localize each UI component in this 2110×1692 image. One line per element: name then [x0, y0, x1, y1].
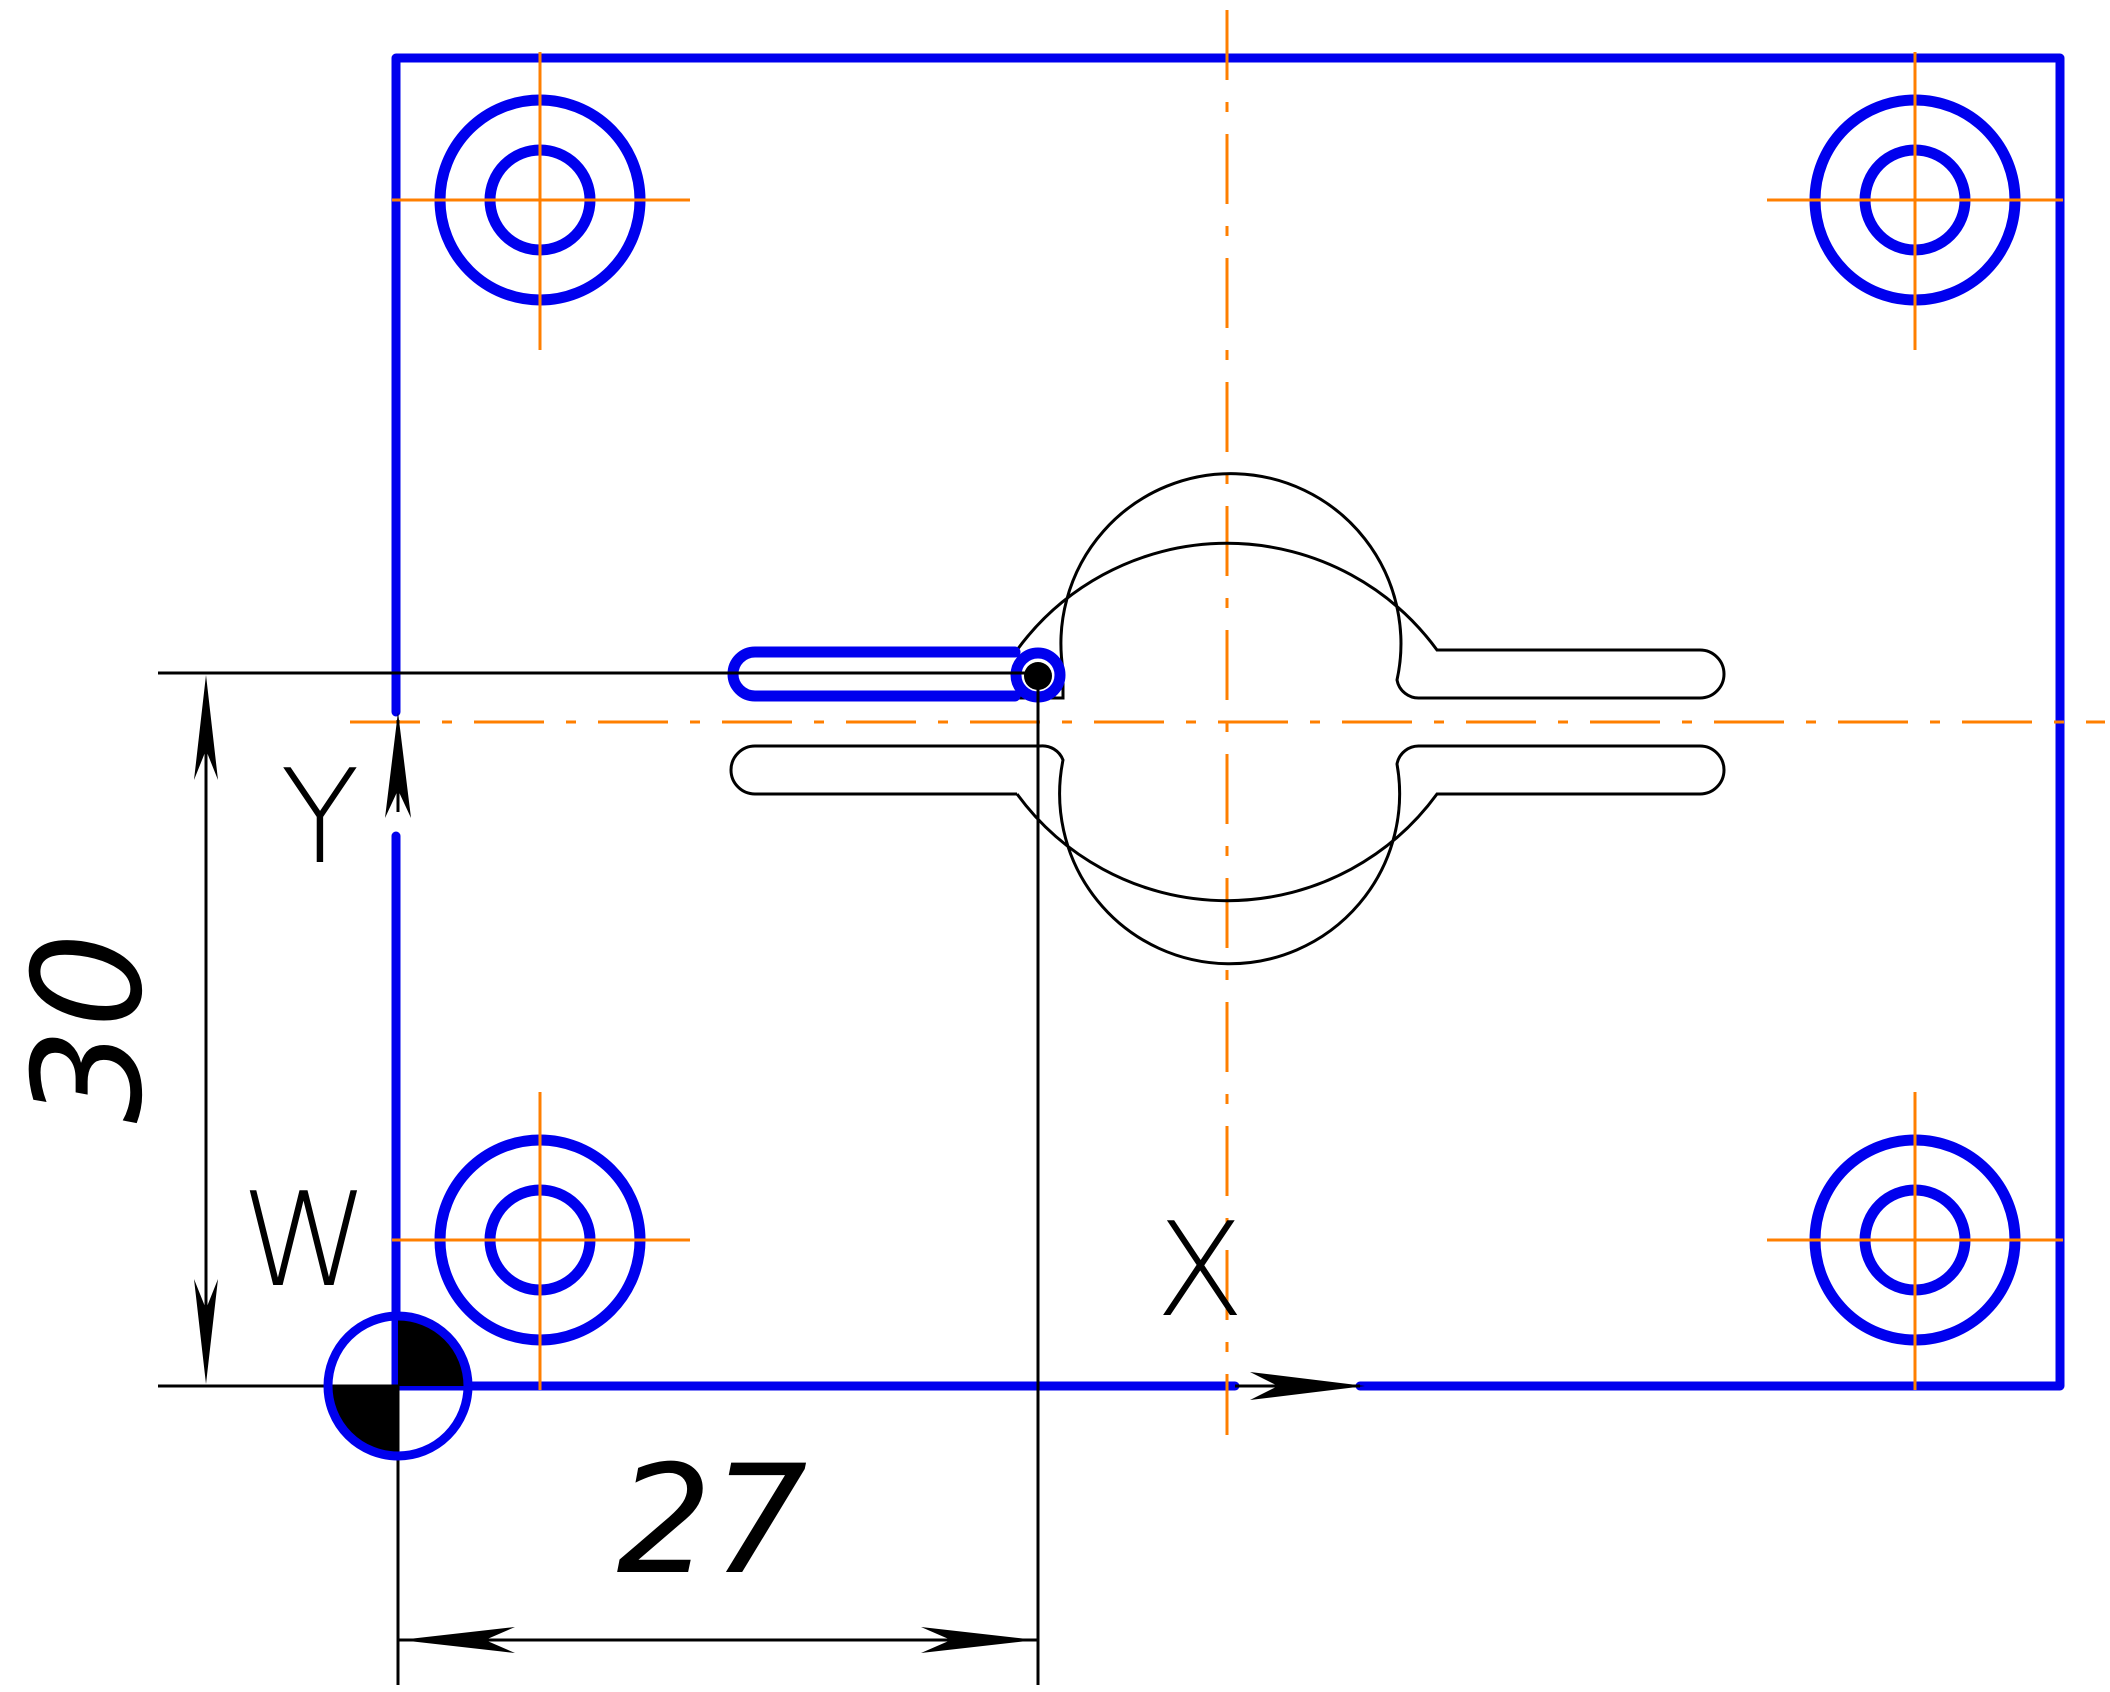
- origin-marker: [323, 1311, 473, 1461]
- arrow-30-top: [194, 675, 218, 780]
- axis-y-label: Y: [280, 741, 359, 893]
- dimension-30-label: 30: [2, 933, 176, 1124]
- dimension-arrowheads: [194, 675, 1365, 1653]
- origin-label: W: [241, 1164, 370, 1316]
- axis-x-label: X: [1155, 1194, 1244, 1346]
- plate-outline: [391, 53, 2065, 1391]
- dimension-lines: [158, 671, 1360, 1685]
- arrow-27-left: [400, 1627, 515, 1653]
- dimension-27-label: 27: [617, 1434, 808, 1608]
- arrow-30-bottom: [194, 1279, 218, 1384]
- arrow-27-right: [921, 1627, 1036, 1653]
- arrow-axis-y: [385, 712, 411, 818]
- arrow-axis-x: [1250, 1372, 1365, 1400]
- centerlines: [350, 10, 2105, 1435]
